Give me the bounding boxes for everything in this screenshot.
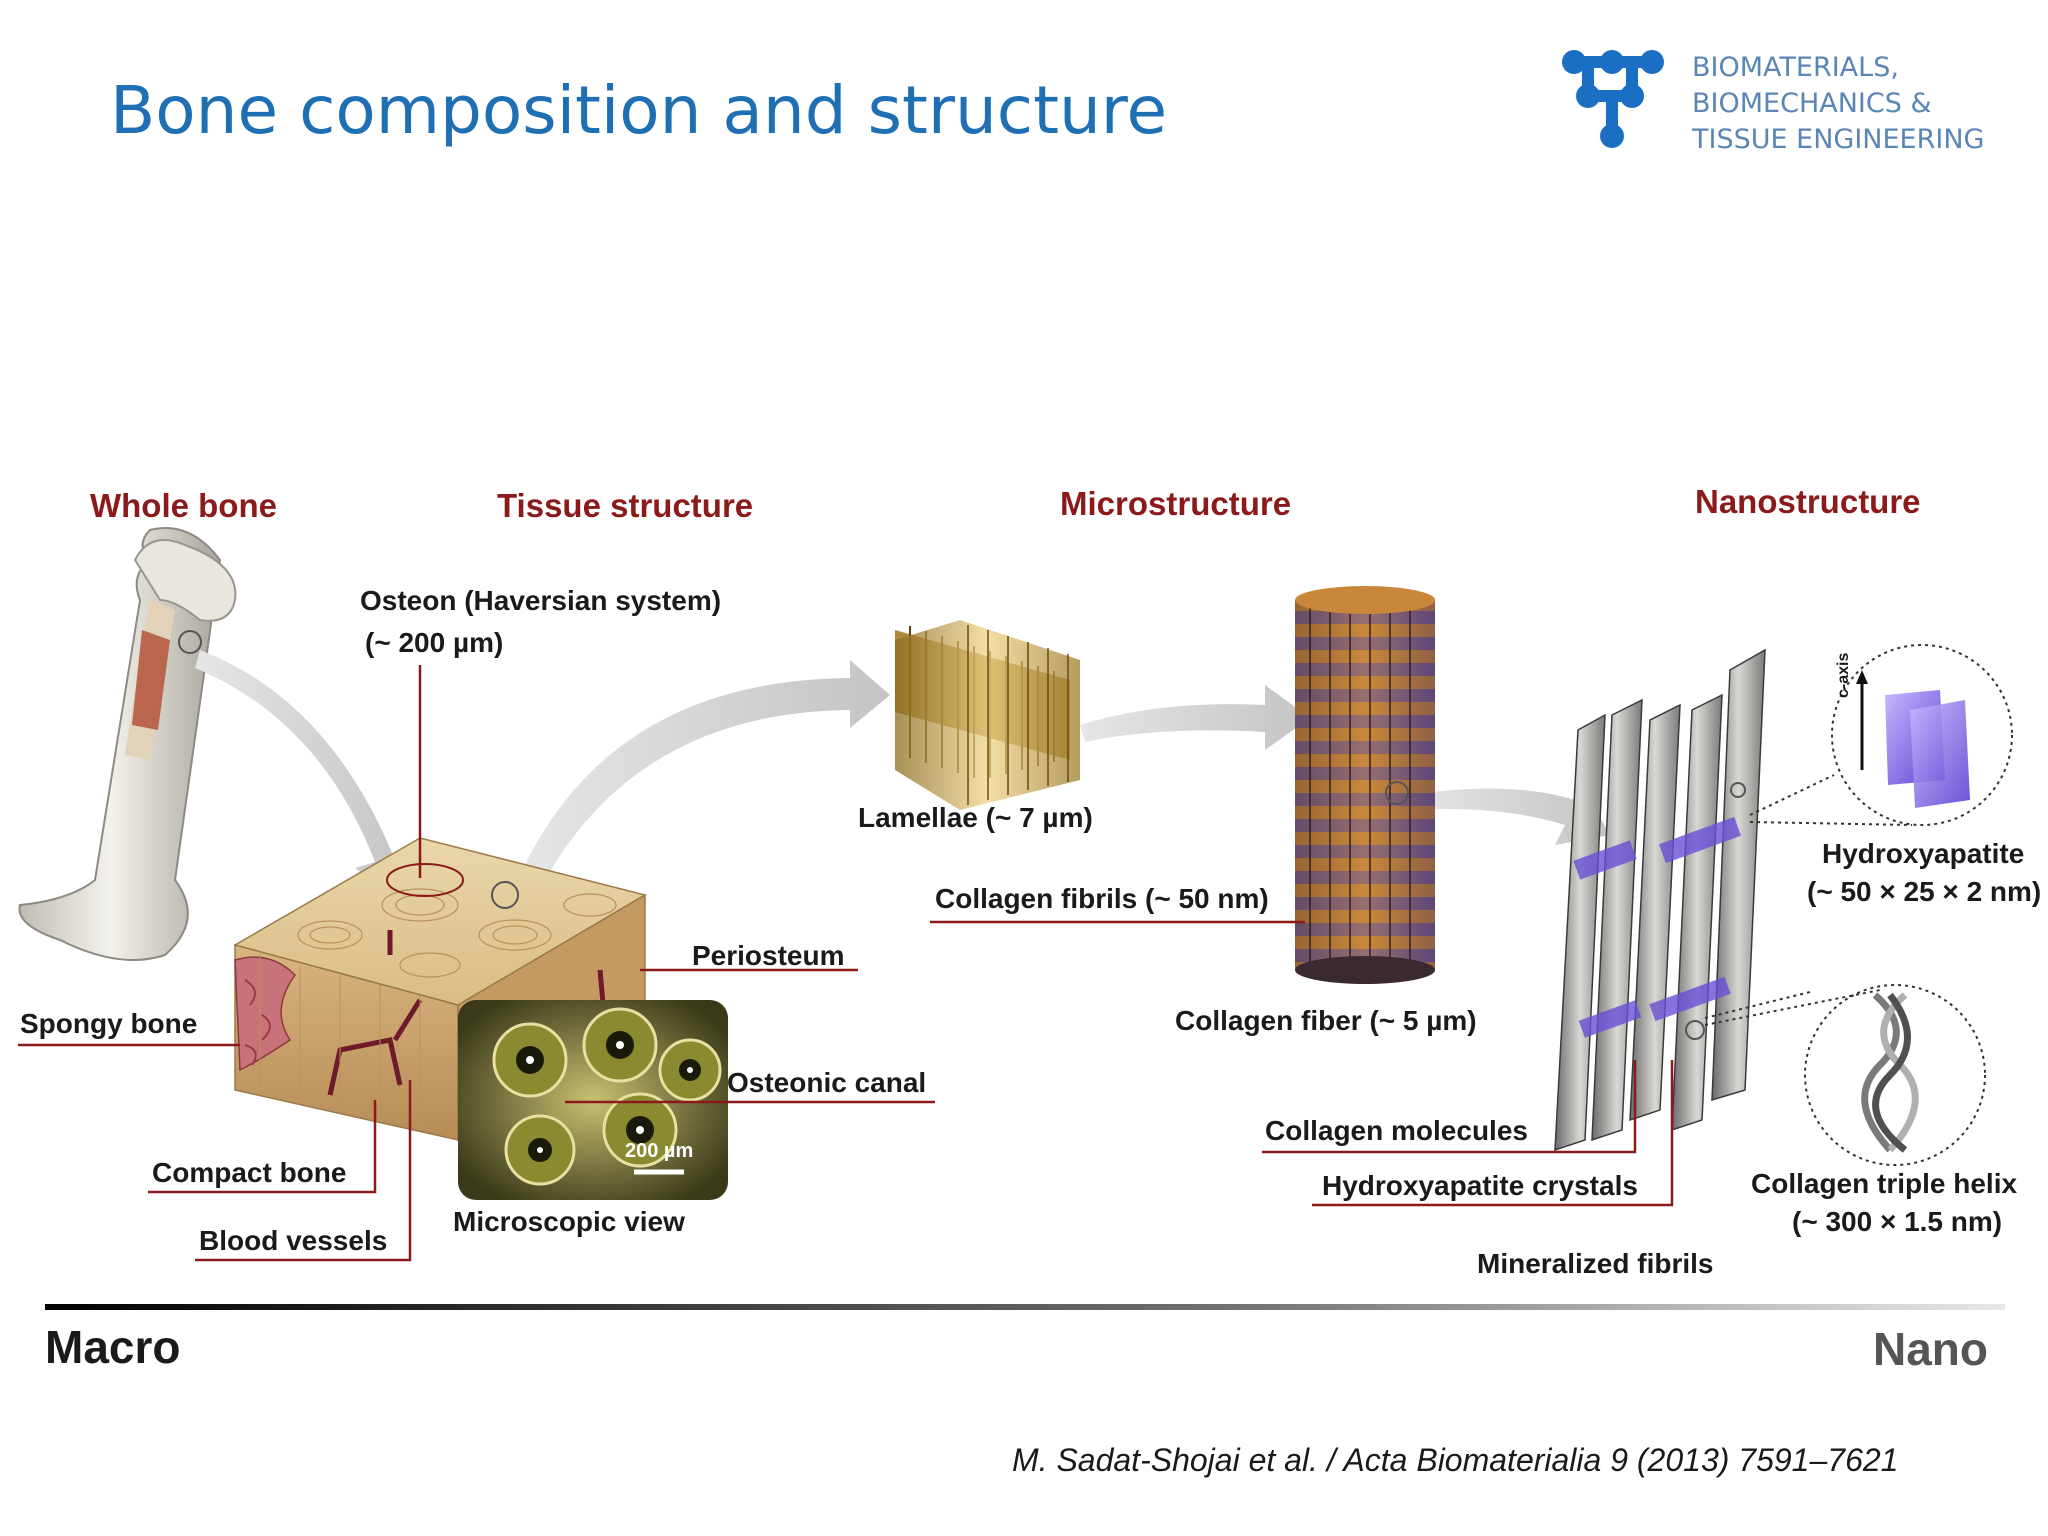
- scale-label-macro: Macro: [45, 1321, 181, 1373]
- slide-title: Bone composition and structure: [110, 72, 1168, 149]
- label-collagen-molecules: Collagen molecules: [1265, 1115, 1528, 1146]
- header-tissue-structure: Tissue structure: [497, 487, 754, 524]
- leader-lines: [18, 665, 1674, 1262]
- label-collagen-fiber: Collagen fiber (~ 5 µm): [1175, 1005, 1477, 1036]
- mineralized-fibrils-illustration: [1554, 648, 1766, 1152]
- header-whole-bone: Whole bone: [90, 487, 277, 524]
- femur-illustration: [18, 527, 237, 961]
- label-osteonic-canal: Osteonic canal: [727, 1067, 927, 1098]
- arrow-fiber-to-fibrils: [1410, 782, 1610, 845]
- logo-line: BIOMATERIALS,: [1692, 52, 1899, 83]
- citation: M. Sadat-Shojai et al. / Acta Biomateria…: [1012, 1442, 1899, 1478]
- label-triple-helix: Collagen triple helix: [1751, 1168, 2018, 1199]
- hydroxyapatite-crystal-illustration: [1749, 644, 2013, 826]
- arrow-bone-to-tissue: [195, 650, 415, 895]
- label-spongy-bone: Spongy bone: [20, 1008, 198, 1039]
- triple-helix-illustration: [1704, 984, 1986, 1166]
- label-mineralized-fibrils: Mineralized fibrils: [1477, 1248, 1714, 1279]
- arrow-lamellae-to-fiber: [1080, 685, 1310, 750]
- microscopic-view-illustration: [458, 1000, 728, 1200]
- label-hydroxyapatite-crystals: Hydroxyapatite crystals: [1322, 1170, 1638, 1201]
- label-compact-bone: Compact bone: [152, 1157, 347, 1188]
- label-periosteum: Periosteum: [692, 940, 845, 971]
- logo-line: TISSUE ENGINEERING: [1692, 124, 1985, 155]
- label-blood-vessels: Blood vessels: [199, 1225, 388, 1256]
- label-scale-bar: 200 µm: [625, 1140, 694, 1162]
- molecule-logo-icon: [1562, 50, 1664, 148]
- arrow-tissue-to-lamellae: [520, 660, 890, 880]
- scale-gradient-bar: [45, 1304, 2005, 1310]
- label-c-axis: c-axis: [1835, 652, 1852, 698]
- label-hydroxyapatite: Hydroxyapatite: [1822, 838, 2025, 869]
- logo-text: BIOMATERIALS, BIOMECHANICS & TISSUE ENGI…: [1692, 50, 1984, 158]
- label-triple-helix-size: (~ 300 × 1.5 nm): [1792, 1206, 2003, 1237]
- label-collagen-fibrils: Collagen fibrils (~ 50 nm): [935, 883, 1269, 914]
- header-nanostructure: Nanostructure: [1695, 483, 1921, 520]
- label-lamellae: Lamellae (~ 7 µm): [858, 802, 1093, 833]
- label-microscopic-view: Microscopic view: [453, 1206, 685, 1237]
- logo-line: BIOMECHANICS &: [1692, 88, 1932, 119]
- label-hydroxyapatite-size: (~ 50 × 25 × 2 nm): [1807, 876, 2042, 907]
- label-osteon: Osteon (Haversian system): [360, 585, 722, 616]
- scale-label-nano: Nano: [1873, 1323, 1988, 1375]
- header-microstructure: Microstructure: [1060, 485, 1292, 522]
- lamellae-illustration: [895, 620, 1080, 810]
- label-osteon-size: (~ 200 µm): [365, 627, 504, 658]
- collagen-fiber-illustration: [1295, 586, 1435, 984]
